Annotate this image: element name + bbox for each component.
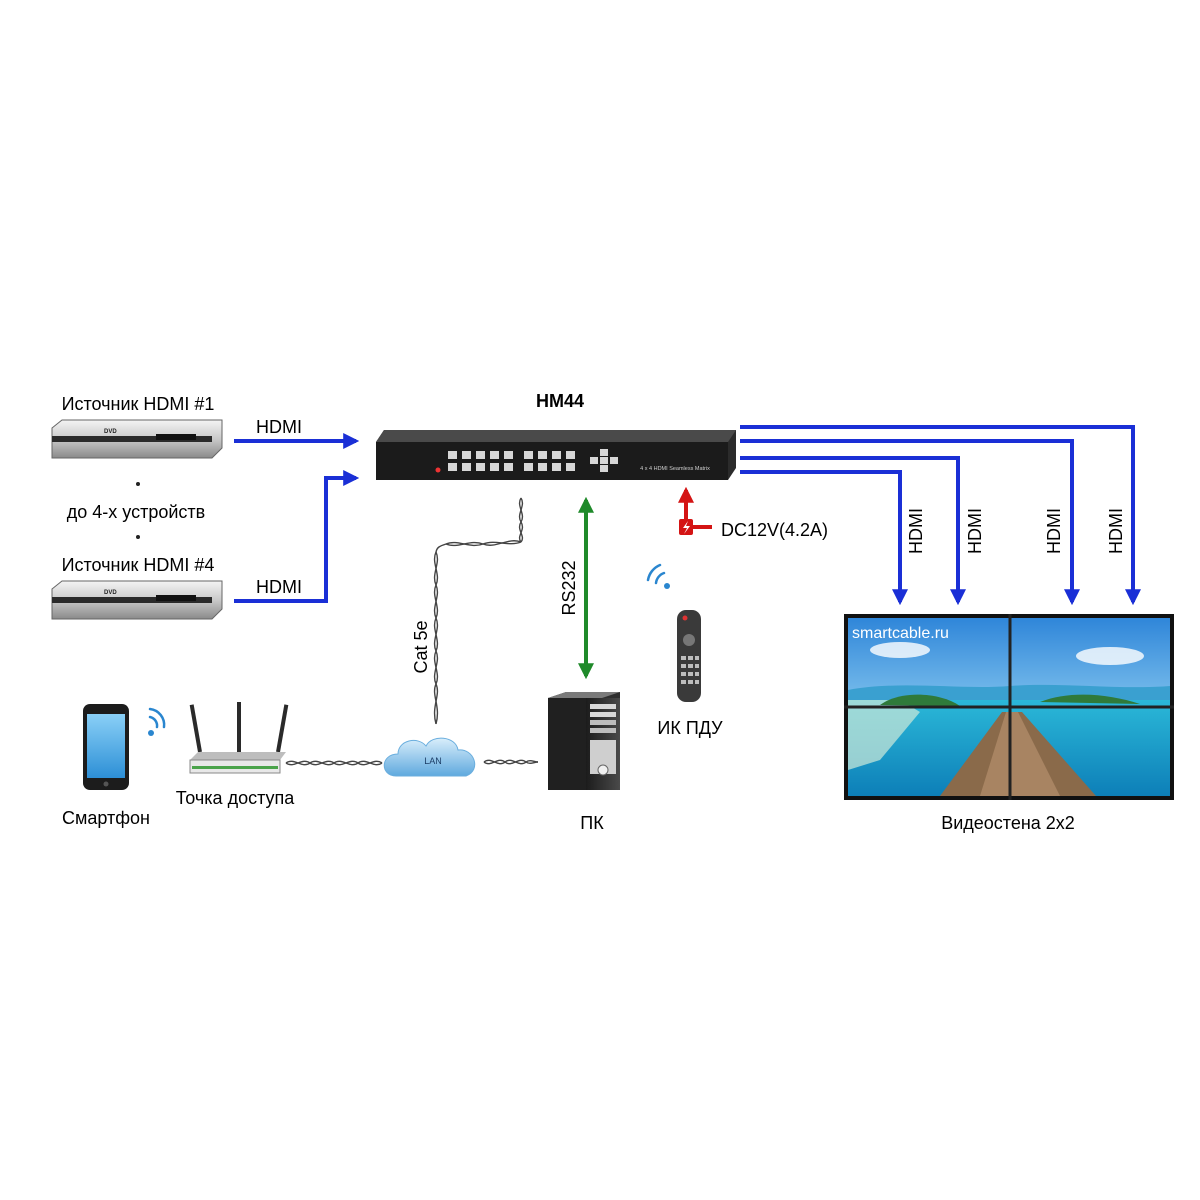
access-point-icon xyxy=(189,702,289,774)
lan-links xyxy=(285,759,539,766)
player-badge: DVD xyxy=(104,590,117,596)
ellipsis-dot xyxy=(136,482,140,486)
videowall-label: Видеостена 2x2 xyxy=(941,813,1075,833)
ellipsis-dot xyxy=(136,535,140,539)
cat5e-cable xyxy=(433,497,524,725)
hdmi-input-4-label: HDMI xyxy=(256,577,302,597)
pc-tower-icon xyxy=(548,692,620,790)
rs232-link: RS232 xyxy=(559,496,594,680)
lightning-icon xyxy=(683,521,690,534)
source-1-label: Источник HDMI #1 xyxy=(62,394,215,414)
videowall-2x2: smartcable.ru xyxy=(844,614,1174,800)
hdmi-output-label: HDMI xyxy=(906,508,926,554)
power-input: DC12V(4.2A) xyxy=(678,486,828,540)
hdmi-output-label: HDMI xyxy=(1044,508,1064,554)
wifi-signal-icon xyxy=(148,707,166,736)
hdmi-source-1-player: DVD xyxy=(51,419,223,459)
ir-remote-icon xyxy=(677,610,701,702)
hdmi-matrix-switch: 4 x 4 HDMI Seamless Matrix xyxy=(376,430,736,480)
front-panel-buttons xyxy=(448,449,618,472)
hdmi-output-links: HDMI HDMI HDMI HDMI xyxy=(740,425,1141,606)
hdmi-source-4-player: DVD xyxy=(51,580,223,620)
lan-cloud-icon: LAN xyxy=(383,737,476,777)
hdmi-output-label: HDMI xyxy=(965,508,985,554)
player-badge: DVD xyxy=(104,429,117,435)
source-4-label: Источник HDMI #4 xyxy=(62,555,215,575)
hdmi-input-4-link: HDMI xyxy=(234,470,360,603)
hdmi-input-1-link: HDMI xyxy=(234,417,360,449)
smartphone-icon xyxy=(83,704,129,790)
cat5e-label: Cat 5e xyxy=(411,620,431,673)
power-label: DC12V(4.2A) xyxy=(721,520,828,540)
ir-remote-label: ИК ПДУ xyxy=(657,718,723,738)
access-point-label: Точка доступа xyxy=(176,788,296,808)
lan-label: LAN xyxy=(424,756,442,766)
front-panel-label: 4 x 4 HDMI Seamless Matrix xyxy=(640,466,710,472)
rs232-label: RS232 xyxy=(559,560,579,615)
ir-signal-icon xyxy=(646,563,670,589)
switch-title: HM44 xyxy=(536,391,584,411)
hdmi-output-label: HDMI xyxy=(1106,508,1126,554)
hdmi-input-1-label: HDMI xyxy=(256,417,302,437)
smartphone-label: Смартфон xyxy=(62,808,150,828)
pc-label: ПК xyxy=(580,813,604,833)
source-range-label: до 4-х устройств xyxy=(67,502,205,522)
videowall-watermark: smartcable.ru xyxy=(852,625,949,642)
